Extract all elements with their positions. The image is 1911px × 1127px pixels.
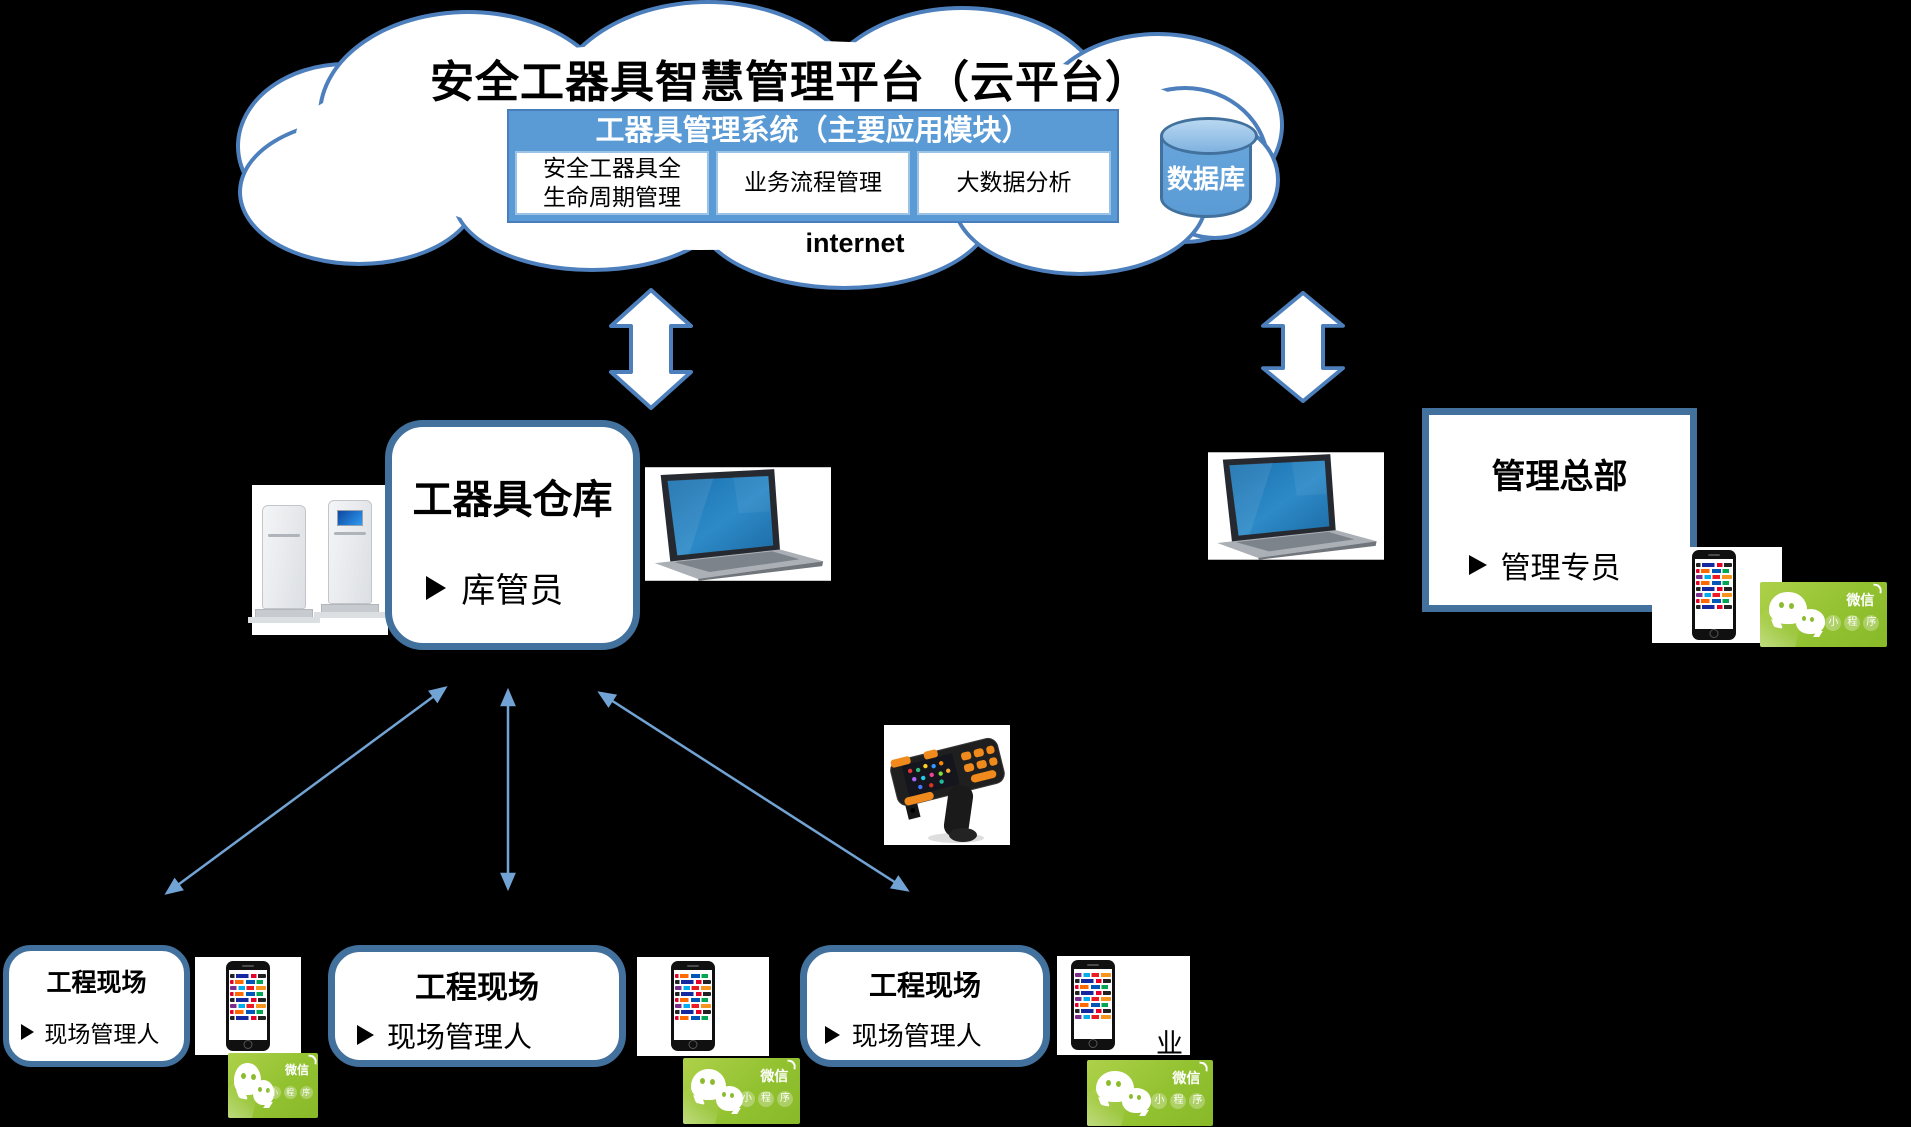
module-business-process: 业务流程管理 bbox=[716, 151, 910, 215]
module-text-line: 业务流程管理 bbox=[744, 170, 882, 196]
miniprogram-label: 小程序 bbox=[1151, 1093, 1206, 1109]
site-role-row: 现场管理人 bbox=[357, 1014, 532, 1056]
wechat-miniprogram-card: 微信 小程序 bbox=[1760, 582, 1887, 647]
gate-screen bbox=[336, 510, 364, 527]
handheld-rfid-reader-icon bbox=[890, 737, 1005, 843]
smartphone-icon bbox=[1692, 550, 1736, 640]
bullet-arrow-icon bbox=[21, 1024, 34, 1040]
miniprogram-label: 小程序 bbox=[267, 1085, 313, 1099]
miniprogram-label: 小程序 bbox=[1825, 614, 1880, 631]
site-title: 工程现场 bbox=[415, 970, 539, 1005]
wechat-miniprogram-card: 微信 小程序 bbox=[228, 1053, 318, 1118]
module-text-line: 大数据分析 bbox=[956, 170, 1072, 196]
smartphone-icon bbox=[1071, 960, 1115, 1050]
platform-title: 安全工器具智慧管理平台（云平台） bbox=[430, 58, 1150, 107]
handheld-rfid-reader-image bbox=[884, 725, 1010, 845]
headquarters-box: 管理总部 管理专员 bbox=[1422, 408, 1697, 612]
wechat-logo-icon bbox=[1122, 1087, 1152, 1113]
rfid-gate-panel bbox=[262, 505, 306, 609]
database-label: 数据库 bbox=[1166, 165, 1245, 194]
warehouse-box: 工器具仓库 库管员 bbox=[385, 420, 640, 650]
module-big-data-analysis: 大数据分析 bbox=[917, 151, 1111, 215]
site-role: 现场管理人 bbox=[851, 1022, 982, 1051]
phone-screen bbox=[229, 970, 267, 1040]
warehouse-title: 工器具仓库 bbox=[412, 477, 613, 522]
smartphone-image bbox=[195, 957, 301, 1055]
warehouse-role: 库管员 bbox=[461, 573, 564, 610]
rfid-gate-image bbox=[248, 485, 388, 635]
site-box-3: 工程现场 现场管理人 bbox=[800, 945, 1050, 1067]
bullet-arrow-icon bbox=[426, 575, 446, 600]
site-title: 工程现场 bbox=[868, 971, 981, 1002]
site-title: 工程现场 bbox=[46, 970, 147, 997]
system-panel-header: 工器具管理系统（主要应用模块） bbox=[595, 115, 1031, 147]
bullet-arrow-icon bbox=[357, 1025, 374, 1045]
site-role-row: 现场管理人 bbox=[21, 1015, 159, 1049]
internet-label: internet bbox=[805, 228, 905, 258]
site-role: 现场管理人 bbox=[44, 1022, 160, 1047]
rfid-gate-panel-with-screen bbox=[328, 500, 372, 604]
wechat-brand-label: 微信 bbox=[1172, 1069, 1201, 1086]
wechat-logo-icon bbox=[253, 1080, 274, 1105]
module-text-line: 安全工器具全 bbox=[543, 155, 681, 181]
smartphone-image bbox=[1057, 956, 1190, 1055]
updown-arrow-icon bbox=[609, 288, 693, 410]
wechat-brand-label: 微信 bbox=[284, 1062, 309, 1077]
wechat-logo-icon bbox=[1795, 609, 1825, 634]
smartphone-image bbox=[637, 957, 769, 1056]
wechat-logo-icon bbox=[715, 1085, 743, 1111]
phone-screen bbox=[674, 970, 712, 1040]
module-text-line: 生命周期管理 bbox=[543, 185, 681, 210]
partial-text-fragment: 业 bbox=[1156, 1029, 1183, 1059]
site-role-row: 现场管理人 bbox=[825, 1016, 982, 1053]
bullet-arrow-icon bbox=[825, 1025, 840, 1044]
headquarters-role-row: 管理专员 bbox=[1469, 543, 1621, 587]
bullet-arrow-icon bbox=[1469, 555, 1487, 575]
wechat-brand-label: 微信 bbox=[1846, 591, 1875, 608]
laptop-image bbox=[645, 467, 831, 581]
miniprogram-label: 小程序 bbox=[738, 1091, 793, 1107]
tool-management-system-panel: 工器具管理系统（主要应用模块） 安全工器具全 生命周期管理 业务流程管理 大数据… bbox=[507, 109, 1119, 223]
smartphone-icon bbox=[226, 961, 270, 1051]
wechat-miniprogram-card: 微信 小程序 bbox=[1087, 1060, 1213, 1126]
phone-screen bbox=[1695, 559, 1733, 629]
wechat-logo-icon bbox=[234, 1063, 262, 1095]
site-box-1: 工程现场 现场管理人 bbox=[3, 945, 190, 1067]
warehouse-role-row: 库管员 bbox=[426, 563, 563, 612]
database-icon: 数据库 bbox=[1160, 117, 1258, 218]
updown-arrow-icon bbox=[1261, 291, 1345, 403]
phone-screen bbox=[1074, 969, 1112, 1039]
site-role: 现场管理人 bbox=[387, 1022, 533, 1054]
headquarters-role: 管理专员 bbox=[1500, 552, 1621, 585]
wechat-brand-label: 微信 bbox=[760, 1067, 789, 1084]
wechat-miniprogram-card: 微信 小程序 bbox=[683, 1058, 800, 1124]
laptop-image bbox=[1208, 452, 1384, 560]
site-box-2: 工程现场 现场管理人 bbox=[328, 945, 626, 1067]
smartphone-icon bbox=[671, 961, 715, 1051]
module-lifecycle-management: 安全工器具全 生命周期管理 bbox=[515, 151, 709, 215]
headquarters-title: 管理总部 bbox=[1491, 459, 1628, 496]
